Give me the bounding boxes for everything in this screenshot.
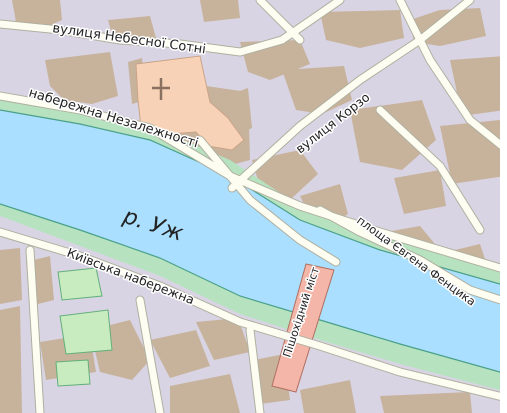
buildings-south	[0, 248, 472, 413]
river-uzh	[0, 110, 507, 374]
river-edge-south	[0, 203, 507, 375]
map-edge-strip	[500, 0, 507, 413]
church-cross-icon	[152, 78, 170, 100]
parks-south	[55, 267, 113, 387]
pedestrian-bridge[interactable]	[271, 263, 335, 393]
